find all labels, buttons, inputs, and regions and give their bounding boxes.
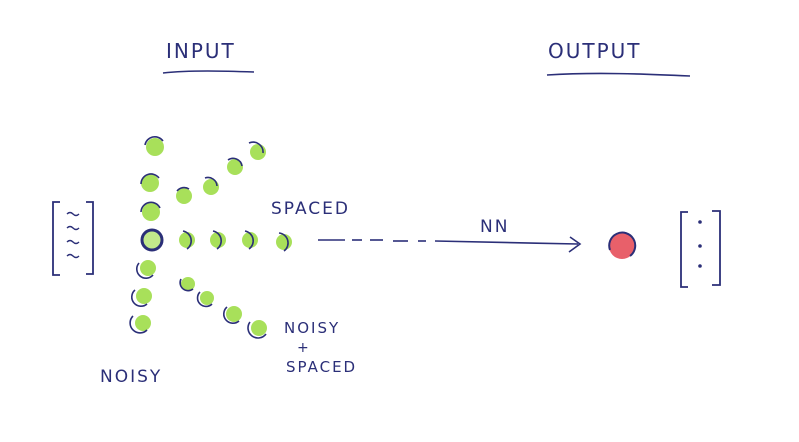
input-vector-left-bracket (52, 201, 60, 276)
green-point (131, 288, 152, 307)
green-point (242, 230, 258, 250)
output-heading-underline (546, 72, 691, 77)
noisy-spaced-label-line1: NOISY (284, 319, 340, 337)
wave-glyph-icon (66, 253, 80, 259)
green-point (276, 232, 292, 252)
upper-fan (140, 136, 266, 221)
green-point (223, 306, 242, 324)
noisy-label: NOISY (100, 367, 162, 387)
spaced-label: SPACED (271, 199, 350, 219)
arrow-shaft (434, 240, 579, 245)
green-point (179, 230, 195, 250)
green-point (140, 201, 161, 221)
origin-sample (140, 228, 164, 252)
green-point (176, 186, 192, 204)
dot-icon (698, 220, 702, 224)
origin-sample-ring (140, 228, 164, 252)
input-vector (52, 201, 94, 276)
arrow-head-icon (568, 236, 582, 253)
input-heading: INPUT (166, 39, 236, 63)
lower-fan (129, 260, 267, 339)
output-vector (680, 210, 721, 288)
dot-icon (698, 244, 702, 248)
output-vector-right-bracket (712, 210, 721, 286)
green-point (227, 157, 243, 175)
green-point (140, 173, 160, 192)
green-point (129, 315, 151, 334)
origin-sample-fill (141, 229, 163, 251)
noisy-spaced-label-line2: + (297, 340, 311, 356)
spaced-row (179, 230, 292, 252)
input-vector-right-bracket (86, 201, 94, 275)
green-point (136, 260, 156, 279)
green-point (210, 230, 226, 250)
green-point (203, 176, 219, 195)
output-node-outline (608, 231, 637, 257)
output-node (608, 231, 637, 259)
wave-glyph-icon (66, 239, 80, 245)
red-dot-icon (609, 233, 635, 259)
wave-glyph-icon (66, 225, 80, 231)
green-point (144, 136, 164, 156)
green-point (179, 277, 195, 292)
wave-glyph-icon (66, 211, 80, 217)
noisy-spaced-label-line3: SPACED (286, 358, 357, 376)
input-heading-underline (162, 70, 255, 74)
green-point (248, 141, 266, 160)
output-vector-left-bracket (680, 211, 688, 288)
dot-icon (698, 264, 702, 268)
green-point (196, 291, 214, 308)
nn-label: NN (480, 217, 509, 237)
green-point (247, 320, 267, 339)
nn-arrow (318, 236, 582, 253)
output-heading: OUTPUT (548, 39, 642, 63)
